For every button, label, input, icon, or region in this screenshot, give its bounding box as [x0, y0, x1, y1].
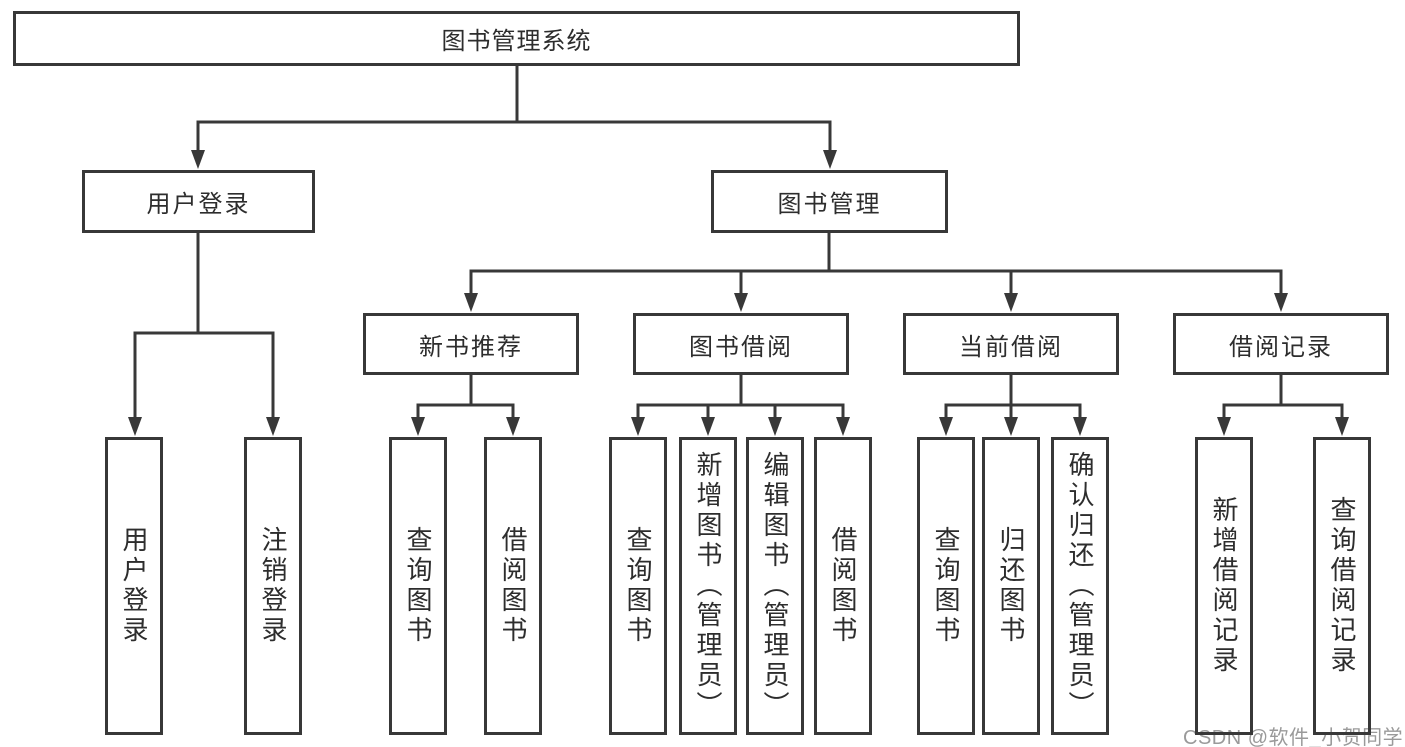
- node-user-login: 用户登录: [82, 170, 315, 233]
- leaf-logout: 注销登录: [244, 437, 302, 735]
- leaf-borrow-books-under-recommend: 借阅图书: [484, 437, 542, 735]
- leaf-add-books-admin: 新增图书（管理员）: [679, 437, 737, 735]
- node-book-management: 图书管理: [711, 170, 948, 233]
- node-new-book-recommendation: 新书推荐: [363, 313, 579, 375]
- leaf-add-borrow-record: 新增借阅记录: [1195, 437, 1253, 735]
- leaf-confirm-return-admin: 确认归还（管理员）: [1051, 437, 1109, 735]
- leaf-edit-books-admin: 编辑图书（管理员）: [746, 437, 804, 735]
- arrowhead-down-icons: [128, 150, 1349, 436]
- node-library-management-system: 图书管理系统: [13, 11, 1020, 66]
- leaf-return-books: 归还图书: [982, 437, 1040, 735]
- node-borrowing-records: 借阅记录: [1173, 313, 1389, 375]
- connector-lines: [133, 65, 1344, 418]
- leaf-query-books-under-borrowing: 查询图书: [609, 437, 667, 735]
- node-current-borrowing: 当前借阅: [903, 313, 1119, 375]
- leaf-query-books-under-current: 查询图书: [917, 437, 975, 735]
- node-book-borrowing: 图书借阅: [633, 313, 849, 375]
- csdn-watermark: CSDN @软件_小贺同学: [1183, 727, 1404, 747]
- leaf-query-borrow-record: 查询借阅记录: [1313, 437, 1371, 735]
- leaf-user-login: 用户登录: [105, 437, 163, 735]
- leaf-query-books-under-recommend: 查询图书: [389, 437, 447, 735]
- leaf-borrow-books-under-borrowing: 借阅图书: [814, 437, 872, 735]
